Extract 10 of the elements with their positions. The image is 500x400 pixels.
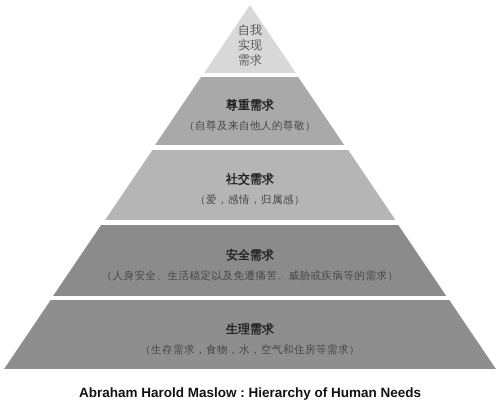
tier-description: （自尊及来自他人的尊敬） (184, 119, 316, 133)
tier-title: 生理需求 (226, 320, 274, 338)
tier-description: （生存需求，食物，水，空气和住房等需求） (140, 342, 360, 356)
caption: Abraham Harold Maslow : Hierarchy of Human Needs (78, 385, 422, 400)
tier-title: 自我实现需求 (236, 23, 263, 68)
tier-title: 尊重需求 (226, 97, 274, 114)
tier-title: 社交需求 (226, 171, 274, 188)
tier-description: （人身安全、生活稳定以及免遭痛苦、威胁或疾病等的需求） (101, 268, 398, 282)
tier-description: （爱，感情，归属感） (194, 193, 305, 207)
tier-title: 安全需求 (226, 246, 274, 264)
